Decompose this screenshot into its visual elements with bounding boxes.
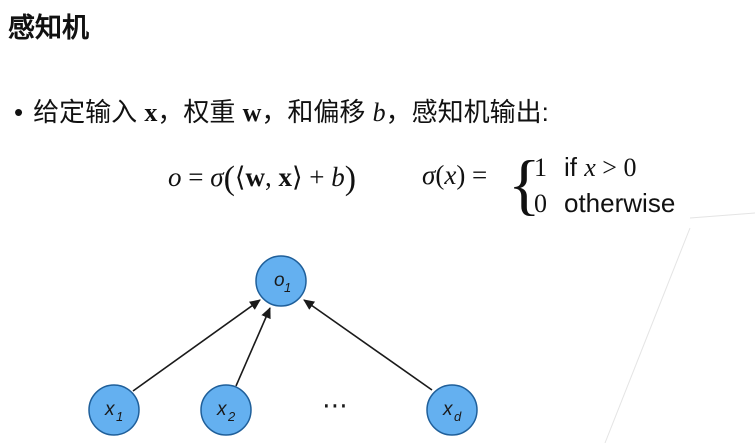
case1-cond-var: x: [584, 153, 596, 182]
bullet-text: • 给定输入 x，权重 w，和偏移 b，感知机输出:: [14, 92, 549, 129]
edge-x2-o1: [235, 307, 271, 387]
case1-value: 1: [534, 153, 547, 182]
bullet-suffix: ，感知机输出:: [385, 97, 549, 127]
output-node-sub: 1: [284, 280, 291, 295]
weight-symbol: w: [242, 98, 262, 127]
sigma-definition-lhs: σ(x) =: [422, 160, 488, 190]
bullet-marker: •: [14, 97, 24, 127]
case1-cond-rest: > 0: [595, 153, 637, 182]
bullet-sep1: ，权重: [157, 97, 243, 127]
input-node: x 1: [88, 384, 140, 436]
case-row-1: 1 if x > 0: [534, 152, 636, 183]
formula-eq: =: [188, 162, 204, 192]
formula-o: o: [168, 162, 182, 192]
input-node: x 2: [200, 384, 252, 436]
input-node-sub: 1: [116, 409, 123, 424]
formula-b: b: [331, 162, 345, 192]
ellipsis: ⋯: [322, 391, 348, 421]
input-node-sub: d: [454, 409, 462, 424]
bias-symbol: b: [372, 98, 386, 127]
case2-text: otherwise: [564, 188, 676, 218]
input-node-label: x: [216, 399, 228, 420]
cases-brace: {: [508, 146, 541, 222]
case1-if: if: [564, 152, 577, 182]
perceptron-formula: o = σ(⟨w, x⟩ + b): [168, 160, 357, 197]
case2-value: 0: [534, 189, 547, 218]
edge-xd-o1: [303, 299, 433, 391]
formula-sigma: σ: [210, 162, 224, 192]
bullet-sep2: ，和偏移: [261, 97, 373, 127]
formula-x: x: [278, 162, 292, 192]
formula-w: w: [245, 162, 265, 192]
bullet-prefix: 给定输入: [33, 97, 145, 127]
input-symbol: x: [144, 98, 158, 127]
case-row-2: 0 otherwise: [534, 188, 675, 219]
input-node: x d: [426, 384, 478, 436]
sigma-def-x: x: [444, 160, 457, 190]
page-title: 感知机: [8, 13, 89, 43]
output-node: o 1: [255, 255, 307, 307]
edge-x1-o1: [132, 299, 261, 392]
input-node-label: x: [104, 399, 116, 420]
output-node-label: o: [274, 270, 285, 291]
decor-line: [689, 212, 755, 219]
decor-line: [604, 227, 691, 443]
sigma-def-sigma: σ: [422, 160, 436, 190]
input-node-sub: 2: [227, 409, 236, 424]
input-node-label: x: [442, 399, 454, 420]
